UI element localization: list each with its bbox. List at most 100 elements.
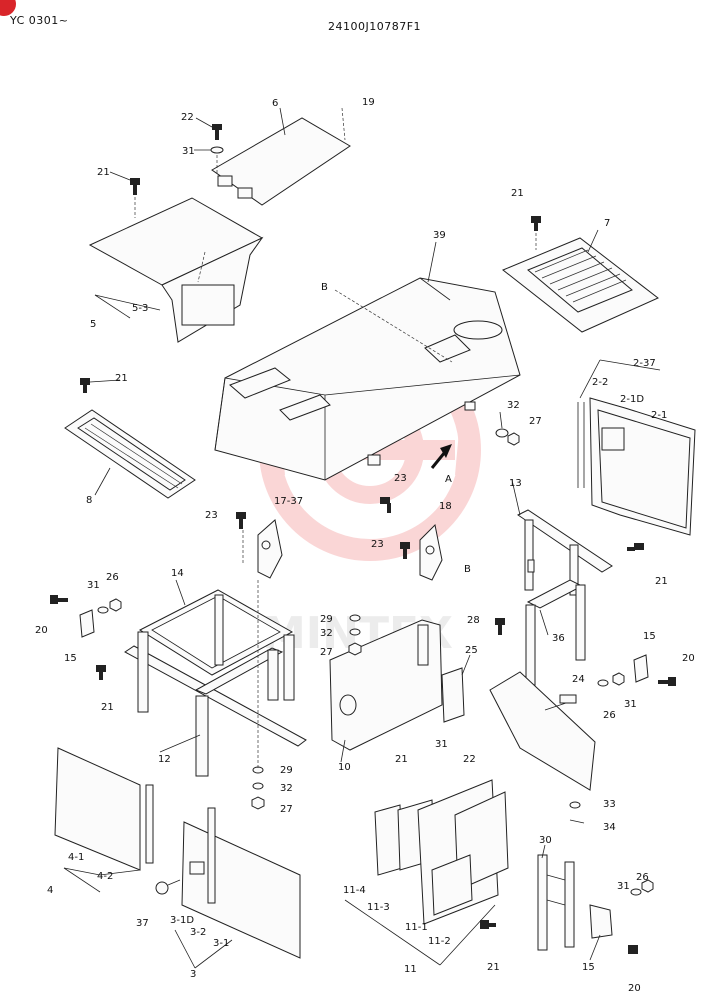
washers-29-32-27-mid bbox=[348, 614, 362, 656]
label-29-mid: 29 bbox=[320, 614, 333, 625]
label-11: 11 bbox=[404, 964, 417, 975]
label-11-1: 11-1 bbox=[405, 922, 428, 933]
label-20-rear: 20 bbox=[628, 983, 641, 994]
part-4-left-door bbox=[54, 747, 154, 893]
label-36: 36 bbox=[552, 633, 565, 644]
label-18: 18 bbox=[439, 501, 452, 512]
label-31-left: 31 bbox=[87, 580, 100, 591]
label-27-mid: 27 bbox=[320, 647, 333, 658]
label-13: 13 bbox=[509, 478, 522, 489]
label-B-bottom: B bbox=[464, 564, 471, 575]
bolt-28 bbox=[495, 618, 505, 635]
part-24-tray bbox=[489, 671, 596, 791]
label-23-right: 23 bbox=[394, 473, 407, 484]
label-28: 28 bbox=[467, 615, 480, 626]
label-3-1: 3-1 bbox=[213, 938, 229, 949]
part-5-upper-cover bbox=[88, 197, 264, 343]
label-21-panel: 21 bbox=[395, 754, 408, 765]
label-31-panel: 31 bbox=[435, 739, 448, 750]
label-21-rail: 21 bbox=[115, 373, 128, 384]
part-30-rear-stand bbox=[537, 854, 575, 951]
label-10: 10 bbox=[338, 762, 351, 773]
label-23-left: 23 bbox=[205, 510, 218, 521]
label-25: 25 bbox=[465, 645, 478, 656]
label-21-frame-left: 21 bbox=[101, 702, 114, 713]
knob-37 bbox=[155, 879, 181, 895]
hinge-17-37 bbox=[242, 519, 283, 579]
label-B-top: B bbox=[321, 282, 328, 293]
label-4-1: 4-1 bbox=[68, 852, 84, 863]
label-33: 33 bbox=[603, 799, 616, 810]
bolt-21-frame-left bbox=[96, 665, 106, 680]
label-4-2: 4-2 bbox=[97, 871, 113, 882]
leader-lines bbox=[89, 107, 601, 969]
washer-nut-32-27 bbox=[495, 428, 520, 446]
label-30: 30 bbox=[539, 835, 552, 846]
bolts-23 bbox=[236, 497, 410, 559]
label-15-rear: 15 bbox=[582, 962, 595, 973]
model-range: YC 0301~ bbox=[10, 14, 69, 27]
label-22-top: 22 bbox=[181, 112, 194, 123]
part-14-main-frame bbox=[124, 589, 307, 777]
corner-badge bbox=[0, 0, 16, 16]
label-3: 3 bbox=[190, 969, 196, 980]
label-2-2: 2-2 bbox=[592, 377, 608, 388]
bolt-21-frame bbox=[627, 543, 644, 551]
label-27-low: 27 bbox=[280, 804, 293, 815]
label-20-right: 20 bbox=[682, 653, 695, 664]
label-21-grille: 21 bbox=[511, 188, 524, 199]
label-5-3: 5-3 bbox=[132, 303, 148, 314]
label-26-left: 26 bbox=[106, 572, 119, 583]
label-A: A bbox=[445, 474, 452, 485]
label-2-1D: 2-1D bbox=[620, 394, 644, 405]
label-22-panel: 22 bbox=[463, 754, 476, 765]
label-11-4: 11-4 bbox=[343, 885, 366, 896]
label-29-low: 29 bbox=[280, 765, 293, 776]
part-6-cover-plate bbox=[211, 107, 351, 206]
label-12: 12 bbox=[158, 754, 171, 765]
label-15-right: 15 bbox=[643, 631, 656, 642]
label-27-hood: 27 bbox=[529, 416, 542, 427]
bracket-15-left bbox=[50, 595, 122, 638]
label-31-right: 31 bbox=[624, 699, 637, 710]
drawing-number: 24100J10787F1 bbox=[328, 20, 422, 33]
label-31-top: 31 bbox=[182, 146, 195, 157]
label-21-bottom: 21 bbox=[487, 962, 500, 973]
label-11-3: 11-3 bbox=[367, 902, 390, 913]
label-21-upper-left: 21 bbox=[97, 167, 110, 178]
label-32-hood: 32 bbox=[507, 400, 520, 411]
bracket-15-rear bbox=[589, 879, 654, 954]
hinge-18 bbox=[419, 523, 443, 581]
label-24: 24 bbox=[572, 674, 585, 685]
label-26-rear: 26 bbox=[636, 872, 649, 883]
bolt-21-bottom bbox=[480, 920, 496, 929]
part-39-main-hood bbox=[214, 277, 521, 481]
label-37: 37 bbox=[136, 918, 149, 929]
label-23-mid: 23 bbox=[371, 539, 384, 550]
part-2-right-door bbox=[577, 359, 696, 536]
label-32-low: 32 bbox=[280, 783, 293, 794]
part-8-left-grille bbox=[64, 409, 196, 499]
label-17-37: 17-37 bbox=[274, 496, 303, 507]
part-3-door bbox=[181, 807, 301, 959]
bolt-21-grille bbox=[531, 216, 541, 250]
label-2-37: 2-37 bbox=[633, 358, 656, 369]
label-32-mid: 32 bbox=[320, 628, 333, 639]
label-7: 7 bbox=[604, 218, 610, 229]
label-31-rear: 31 bbox=[617, 881, 630, 892]
label-4: 4 bbox=[47, 885, 53, 896]
label-8: 8 bbox=[86, 495, 92, 506]
label-21-frame: 21 bbox=[655, 576, 668, 587]
label-26-right: 26 bbox=[603, 710, 616, 721]
label-3-1D: 3-1D bbox=[170, 915, 194, 926]
bolt-21-upper-left bbox=[130, 178, 140, 218]
part-13-right-frame bbox=[517, 509, 613, 596]
part-11-panels bbox=[374, 779, 509, 925]
label-2-1: 2-1 bbox=[651, 410, 667, 421]
label-15-left: 15 bbox=[64, 653, 77, 664]
label-19: 19 bbox=[362, 97, 375, 108]
label-39: 39 bbox=[433, 230, 446, 241]
label-11-2: 11-2 bbox=[428, 936, 451, 947]
label-5: 5 bbox=[90, 319, 96, 330]
